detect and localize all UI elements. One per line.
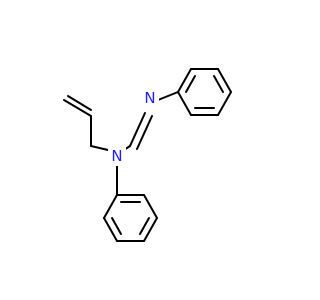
n-phenyl-bond-upper bbox=[157, 91, 179, 101]
lower-phenyl-ring bbox=[103, 194, 158, 242]
atom-imine-nitrogen: N bbox=[141, 88, 159, 108]
imine-double-bond bbox=[129, 112, 153, 150]
upper-phenyl-ring bbox=[177, 68, 232, 116]
atom-amine-nitrogen: N bbox=[108, 146, 126, 166]
amine-nitrogen-label: N bbox=[111, 147, 122, 165]
imine-nitrogen-label: N bbox=[144, 89, 155, 107]
molecule-diagram: N N bbox=[63, 68, 232, 242]
allyl-chain bbox=[63, 95, 109, 151]
